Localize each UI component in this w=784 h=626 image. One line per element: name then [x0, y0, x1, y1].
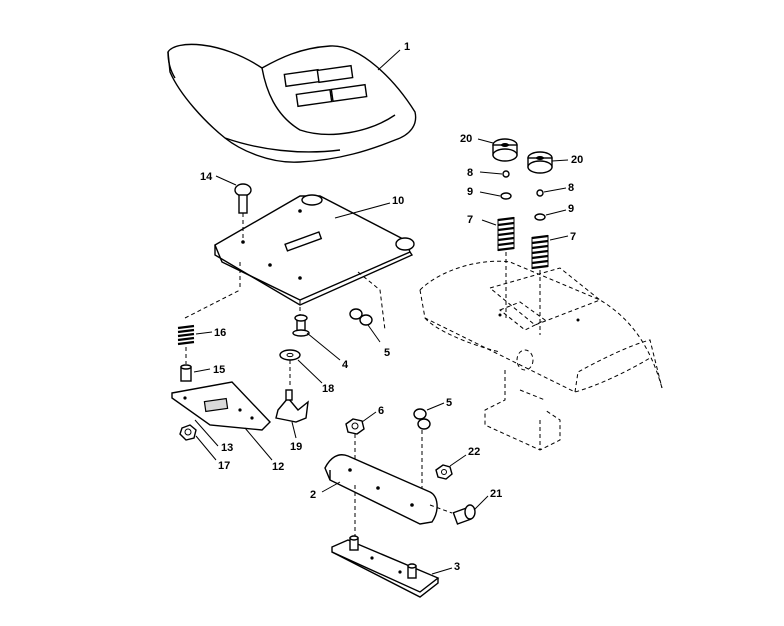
- knob-19: [275, 389, 309, 439]
- callout-15: 15: [213, 364, 225, 376]
- callout-19: 19: [290, 441, 302, 453]
- callout-21: 21: [490, 488, 502, 500]
- nut-22: [435, 454, 467, 480]
- fender-outline: [419, 260, 663, 451]
- seat: [167, 43, 417, 163]
- callout-6: 6: [378, 405, 384, 417]
- callout-3: 3: [454, 561, 460, 573]
- callout-10: 10: [392, 195, 404, 207]
- spacer-20-right: [527, 151, 569, 174]
- callout-16: 16: [214, 327, 226, 339]
- callout-9-right: 9: [568, 203, 574, 215]
- callout-5-upper: 5: [384, 347, 390, 359]
- callout-2: 2: [310, 489, 316, 501]
- callout-4: 4: [342, 359, 349, 371]
- nut-17: [179, 424, 217, 461]
- callout-18: 18: [322, 383, 334, 395]
- callout-20-right: 20: [571, 154, 583, 166]
- spacer-15: [180, 364, 211, 382]
- bracket-2: [321, 454, 438, 540]
- bolt-8-left: [479, 170, 510, 178]
- callout-7-right: 7: [570, 231, 576, 243]
- callout-5-lower: 5: [446, 397, 452, 409]
- washer-18: [279, 349, 323, 388]
- callout-13: 13: [221, 442, 233, 454]
- callout-20-left: 20: [460, 133, 472, 145]
- callout-17: 17: [218, 460, 230, 472]
- callout-22: 22: [468, 446, 480, 458]
- spring-16: [177, 289, 241, 364]
- spacer-20-left: [477, 138, 518, 162]
- carriage-bolt: [215, 175, 252, 240]
- spring-7-left: [481, 216, 515, 318]
- callout-9-left: 9: [467, 186, 473, 198]
- plate-3: [331, 535, 453, 598]
- bolt-4: [292, 314, 341, 361]
- spring-7-right: [531, 234, 569, 335]
- washer-9-left: [479, 191, 512, 200]
- callout-8-left: 8: [467, 167, 473, 179]
- callout-1: 1: [404, 41, 410, 53]
- bolt-8-right: [536, 187, 567, 197]
- washer-9-right: [534, 209, 567, 221]
- nut-5-upper: [349, 271, 386, 343]
- seat-pan: [214, 194, 415, 315]
- callout-12: 12: [272, 461, 284, 473]
- callout-7-left: 7: [467, 214, 473, 226]
- bracket-12: [171, 381, 273, 461]
- knob-21: [429, 495, 489, 525]
- nut-5-lower: [413, 402, 445, 492]
- callout-14: 14: [200, 171, 213, 183]
- callout-8-right: 8: [568, 182, 574, 194]
